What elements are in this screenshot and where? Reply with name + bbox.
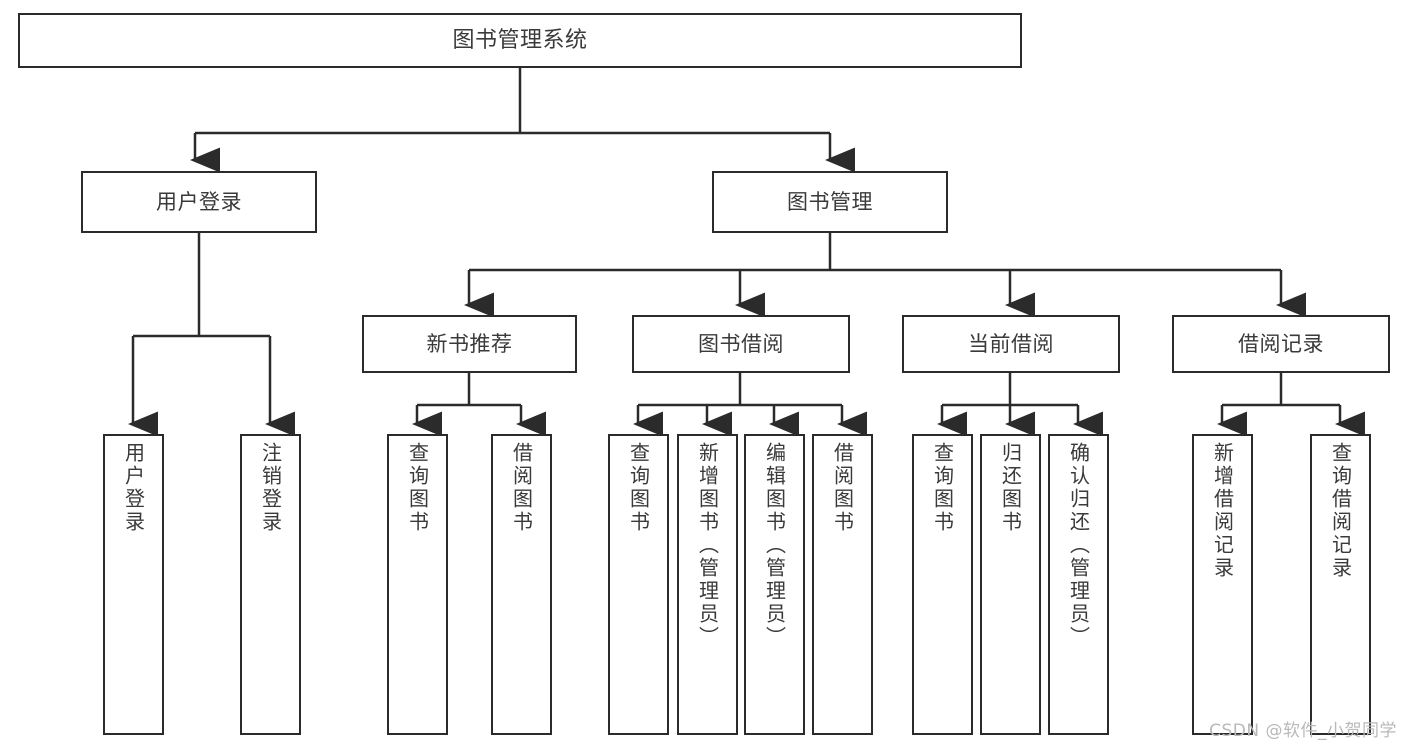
leaf-query-borrow-record[interactable]: 查询借阅记录	[1310, 434, 1371, 735]
node-label: 新书推荐	[426, 331, 513, 356]
leaf-confirm-return-admin[interactable]: 确认归还（管理员）	[1048, 434, 1109, 735]
node-label: 用户登录	[121, 442, 146, 534]
node-borrow-record[interactable]: 借阅记录	[1172, 315, 1390, 373]
node-label: 查询图书	[930, 442, 955, 534]
leaf-query-book-recommend[interactable]: 查询图书	[387, 434, 448, 735]
node-label: 图书管理	[787, 189, 873, 214]
node-label: 归还图书	[998, 442, 1023, 534]
node-label: 注销登录	[258, 442, 283, 534]
leaf-borrow-book[interactable]: 借阅图书	[812, 434, 873, 735]
leaf-query-book-current[interactable]: 查询图书	[912, 434, 973, 735]
node-label: 借阅图书	[830, 442, 855, 534]
node-book-borrow[interactable]: 图书借阅	[632, 315, 850, 373]
node-label: 新增图书（管理员）	[695, 442, 720, 649]
node-label: 编辑图书（管理员）	[762, 442, 787, 649]
node-label: 图书借阅	[698, 331, 784, 356]
node-label: 确认归还（管理员）	[1066, 442, 1091, 649]
watermark-text: CSDN @软件_小贺同学	[1209, 721, 1397, 741]
node-label: 用户登录	[156, 189, 242, 214]
node-label: 图书管理系统	[452, 27, 588, 53]
leaf-edit-book-admin[interactable]: 编辑图书（管理员）	[744, 434, 805, 735]
node-current-borrow[interactable]: 当前借阅	[902, 315, 1120, 373]
leaf-logout[interactable]: 注销登录	[240, 434, 301, 735]
node-label: 查询图书	[405, 442, 430, 534]
leaf-borrow-book-recommend[interactable]: 借阅图书	[491, 434, 552, 735]
leaf-add-book-admin[interactable]: 新增图书（管理员）	[677, 434, 738, 735]
leaf-return-book[interactable]: 归还图书	[980, 434, 1041, 735]
node-label: 查询图书	[626, 442, 651, 534]
node-label: 查询借阅记录	[1328, 442, 1353, 580]
node-root-system[interactable]: 图书管理系统	[18, 13, 1022, 68]
leaf-query-book-borrow[interactable]: 查询图书	[608, 434, 669, 735]
node-label: 新增借阅记录	[1210, 442, 1235, 580]
node-label: 借阅记录	[1238, 331, 1324, 356]
leaf-add-borrow-record[interactable]: 新增借阅记录	[1192, 434, 1253, 735]
node-label: 借阅图书	[509, 442, 534, 534]
node-new-book-recommend[interactable]: 新书推荐	[362, 315, 577, 373]
leaf-user-login[interactable]: 用户登录	[103, 434, 164, 735]
node-book-management[interactable]: 图书管理	[712, 171, 948, 233]
node-user-login[interactable]: 用户登录	[81, 171, 317, 233]
node-label: 当前借阅	[968, 331, 1054, 356]
